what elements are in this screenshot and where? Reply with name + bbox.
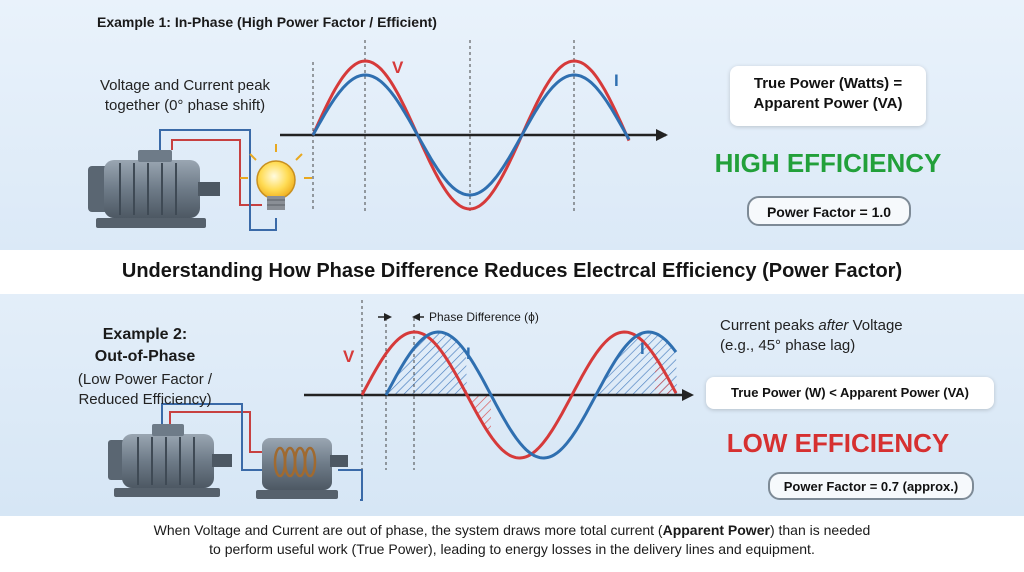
motor-icon bbox=[108, 424, 232, 497]
example1-description: Voltage and Current peak together (0° ph… bbox=[99, 77, 271, 114]
caption-part1: When Voltage and Current are out of phas… bbox=[153, 522, 663, 538]
caption-emphasis: Apparent Power bbox=[662, 522, 770, 538]
wire-blue bbox=[338, 469, 363, 501]
power-box-line1: True Power (Watts) = bbox=[753, 75, 903, 92]
example1-graph: V I bbox=[280, 40, 668, 212]
wire-red bbox=[169, 411, 262, 453]
power-factor-badge: Power Factor = 0.7 (approx.) bbox=[768, 472, 974, 500]
voltage-wave bbox=[360, 330, 678, 460]
x-axis-arrow bbox=[682, 389, 694, 401]
current-wave bbox=[384, 330, 678, 460]
current-label: I bbox=[640, 339, 645, 358]
example2-graph: Phase Difference (ϕ) V I I bbox=[304, 300, 694, 500]
example2-note: Current peaks after Voltage (e.g., 45° p… bbox=[720, 316, 960, 356]
caption-line2: to perform useful work (True Power), lea… bbox=[209, 541, 815, 557]
title-band bbox=[0, 250, 1024, 294]
phase-arrow-head bbox=[384, 313, 392, 321]
x-axis-arrow bbox=[656, 129, 668, 141]
light-bulb-icon bbox=[240, 144, 312, 210]
note-part1: Current peaks bbox=[720, 317, 815, 334]
power-loss-hatch bbox=[386, 332, 467, 395]
example1-title: Example 1: In-Phase (High Power Factor /… bbox=[97, 14, 437, 30]
power-factor-badge: Power Factor = 1.0 bbox=[747, 196, 911, 226]
phase-difference-label: Phase Difference (ϕ) bbox=[429, 310, 539, 324]
note-emphasis: after bbox=[818, 317, 849, 334]
wire-blue bbox=[161, 403, 262, 471]
power-box-line2: Apparent Power (VA) bbox=[753, 95, 903, 112]
page-title: Understanding How Phase Difference Reduc… bbox=[121, 260, 903, 282]
wire-red bbox=[171, 139, 262, 206]
motor-icon bbox=[88, 150, 220, 228]
example2-title-line2: Out-of-Phase bbox=[94, 348, 196, 365]
current-label: I bbox=[614, 71, 619, 90]
example2-title: Example 2: Out-of-Phase bbox=[60, 324, 230, 368]
low-efficiency-label: LOW EFFICIENCY bbox=[726, 428, 950, 458]
example2-title-line1: Example 2: bbox=[102, 326, 188, 343]
note-line2: (e.g., 45° phase lag) bbox=[720, 337, 856, 354]
phase-arrow-head bbox=[412, 313, 420, 321]
note-part2: Voltage bbox=[852, 317, 903, 334]
high-efficiency-label: HIGH EFFICIENCY bbox=[714, 148, 942, 178]
caption-part2: ) than is needed bbox=[769, 522, 871, 538]
voltage-label: V bbox=[392, 58, 404, 77]
current-label: I bbox=[466, 344, 471, 363]
wire-blue bbox=[159, 129, 277, 231]
caption: When Voltage and Current are out of phas… bbox=[0, 521, 1024, 559]
voltage-label: V bbox=[343, 347, 355, 366]
example2-description: (Low Power Factor / Reduced Efficiency) bbox=[77, 371, 213, 408]
inductive-motor-icon bbox=[256, 438, 348, 499]
voltage-wave bbox=[311, 59, 631, 211]
true-power-box: True Power (W) < Apparent Power (VA) bbox=[706, 377, 994, 409]
current-wave bbox=[311, 73, 631, 197]
true-power-box: True Power (Watts) = Apparent Power (VA) bbox=[730, 66, 926, 126]
